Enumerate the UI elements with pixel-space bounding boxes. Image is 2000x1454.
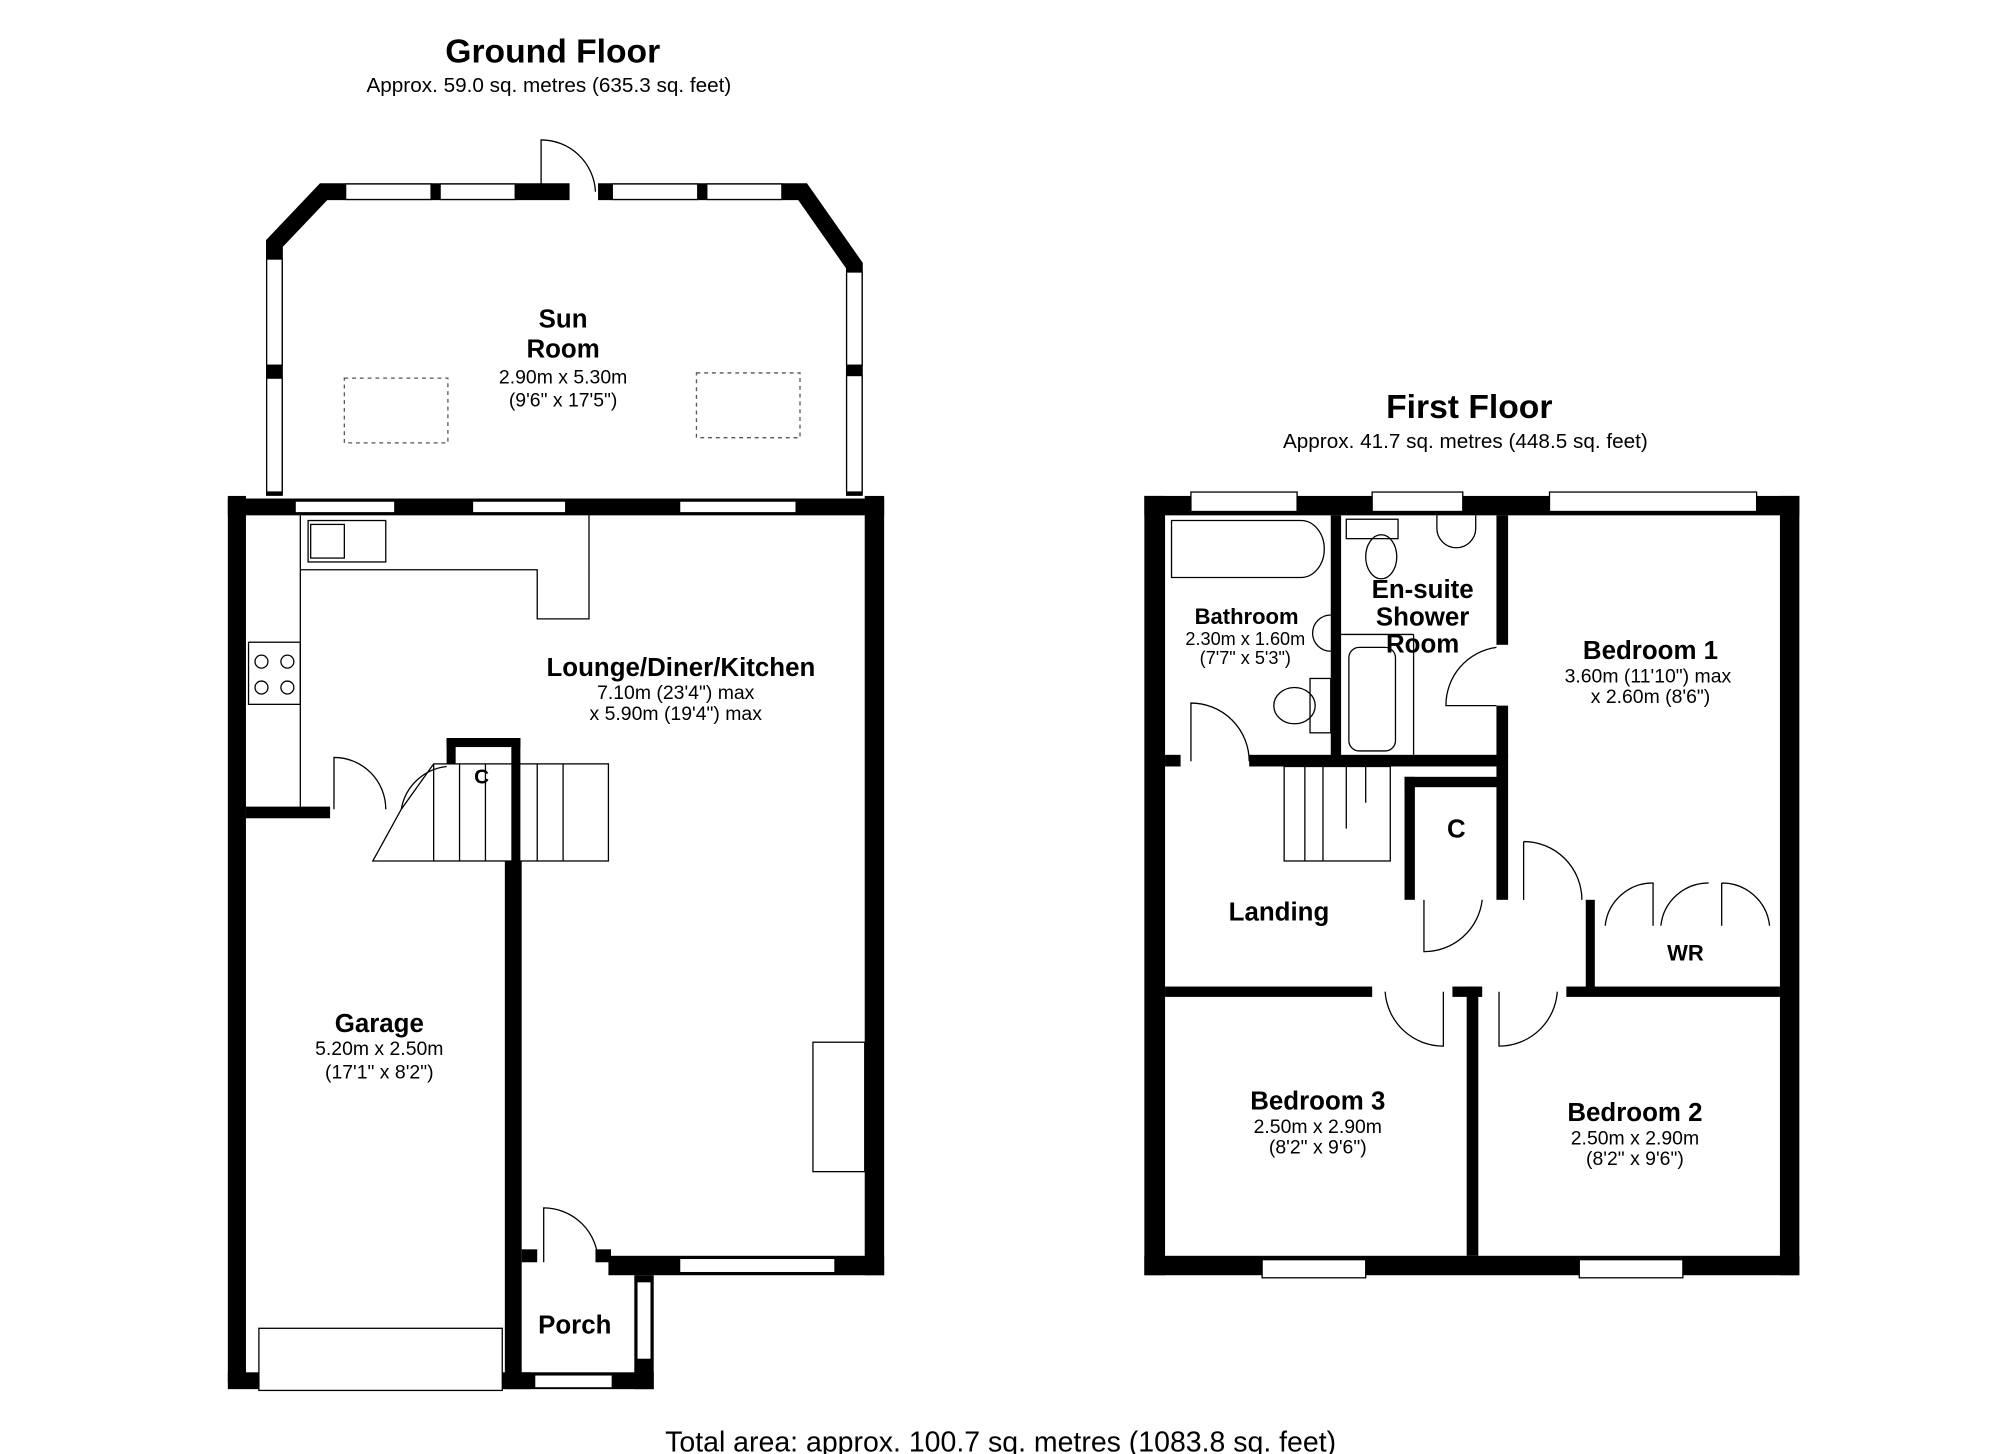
room-name: Room (526, 335, 599, 363)
room-bathroom: Bathroom 2.30m x 1.60m (7'7" x 5'3") (1185, 604, 1305, 668)
window (294, 500, 396, 514)
window (1190, 491, 1298, 513)
room-name: Bedroom 1 (1583, 637, 1718, 665)
garage-door (258, 1327, 503, 1392)
room-sun-room: Sun Room 2.90m x 5.30m (9'6" x 17'5") (499, 306, 627, 412)
window (845, 271, 863, 366)
room-dimensions: (7'7" x 5'3") (1200, 648, 1291, 668)
window (344, 183, 432, 201)
bath-icon (1170, 519, 1325, 579)
total-area: Total area: approx. 100.7 sq. metres (10… (665, 1426, 1336, 1454)
first-floor-plan: First Floor Approx. 41.7 sq. metres (448… (1144, 389, 1800, 1279)
cupboard-label: C (474, 765, 489, 788)
hob-icon (247, 641, 301, 705)
room-name: Lounge/Diner/Kitchen (546, 654, 815, 682)
ground-floor-plan: Ground Floor Approx. 59.0 sq. metres (63… (227, 33, 885, 1392)
room-dimensions: 3.60m (11'10") max (1565, 665, 1732, 687)
sun-room-walls (266, 139, 863, 496)
ground-floor-title: Ground Floor (445, 33, 660, 70)
room-landing: Landing (1229, 899, 1330, 927)
skylight (695, 372, 801, 439)
basin-icon (1436, 515, 1477, 549)
room-dimensions: 5.20m x 2.50m (315, 1038, 443, 1060)
window (266, 258, 283, 366)
room-cupboard: C (1447, 816, 1466, 844)
room-dimensions: (9'6" x 17'5") (509, 390, 618, 412)
toilet-icon (1365, 534, 1398, 580)
porch-door (543, 1207, 599, 1263)
shower-icon (1348, 646, 1397, 752)
room-bedroom-3: Bedroom 3 2.50m x 2.90m (8'2" x 9'6") (1250, 1088, 1385, 1159)
basin-icon (1312, 614, 1331, 652)
stairs: C (371, 738, 610, 862)
room-porch: Porch (538, 1311, 611, 1339)
room-name: Bathroom (1195, 604, 1299, 629)
window (706, 183, 783, 201)
first-floor-title: First Floor (1386, 389, 1552, 426)
garage-door-internal (333, 756, 387, 810)
sun-room-door (540, 139, 597, 192)
window (678, 1257, 836, 1274)
room-dimensions: 2.50m x 2.90m (1254, 1116, 1382, 1138)
room-name: Bedroom 2 (1567, 1099, 1702, 1127)
window (1548, 491, 1758, 513)
room-dimensions: 2.30m x 1.60m (1185, 629, 1305, 649)
room-dimensions: (8'2" x 9'6") (1586, 1148, 1684, 1170)
sliding-door (678, 500, 797, 514)
doors (1190, 646, 1771, 1047)
room-ensuite: En-suite Shower Room (1372, 576, 1474, 658)
room-dimensions: 2.90m x 5.30m (499, 366, 627, 388)
toilet-icon (1273, 686, 1316, 725)
window (636, 1281, 652, 1361)
room-name: Room (1386, 631, 1459, 659)
window (266, 377, 283, 493)
window (439, 183, 516, 201)
window (611, 183, 699, 201)
room-name: Bedroom 3 (1250, 1088, 1385, 1116)
room-name: Sun (539, 306, 588, 334)
window (1371, 491, 1464, 513)
room-dimensions: x 2.60m (8'6") (1591, 686, 1711, 708)
room-lounge: Lounge/Diner/Kitchen 7.10m (23'4") max x… (546, 654, 815, 725)
room-dimensions: 7.10m (23'4") max (597, 682, 755, 704)
room-name: Shower (1376, 603, 1469, 631)
window (1578, 1259, 1684, 1279)
room-dimensions: x 5.90m (19'4") max (590, 703, 763, 725)
window (845, 374, 863, 493)
stairs (1283, 765, 1391, 862)
room-name: En-suite (1372, 576, 1474, 604)
bathroom-fittings (1170, 515, 1477, 755)
front-door (533, 1374, 613, 1389)
room-bedroom-1: Bedroom 1 3.60m (11'10") max x 2.60m (8'… (1565, 637, 1732, 708)
room-garage: Garage 5.20m x 2.50m (17'1" x 8'2") (315, 1010, 443, 1084)
first-floor-area: Approx. 41.7 sq. metres (448.5 sq. feet) (1283, 430, 1648, 453)
room-bedroom-2: Bedroom 2 2.50m x 2.90m (8'2" x 9'6") (1567, 1099, 1702, 1170)
room-dimensions: (8'2" x 9'6") (1269, 1137, 1367, 1159)
room-wardrobe: WR (1667, 941, 1704, 966)
sink-icon (310, 523, 345, 559)
kitchen-units (247, 515, 866, 1173)
ground-floor-area: Approx. 59.0 sq. metres (635.3 sq. feet) (366, 74, 731, 97)
fireplace (812, 1041, 866, 1173)
window (471, 500, 567, 514)
window (1261, 1259, 1367, 1279)
skylight (343, 377, 449, 444)
room-dimensions: (17'1" x 8'2") (325, 1061, 434, 1083)
room-name: Garage (335, 1010, 424, 1038)
room-dimensions: 2.50m x 2.90m (1571, 1127, 1699, 1149)
